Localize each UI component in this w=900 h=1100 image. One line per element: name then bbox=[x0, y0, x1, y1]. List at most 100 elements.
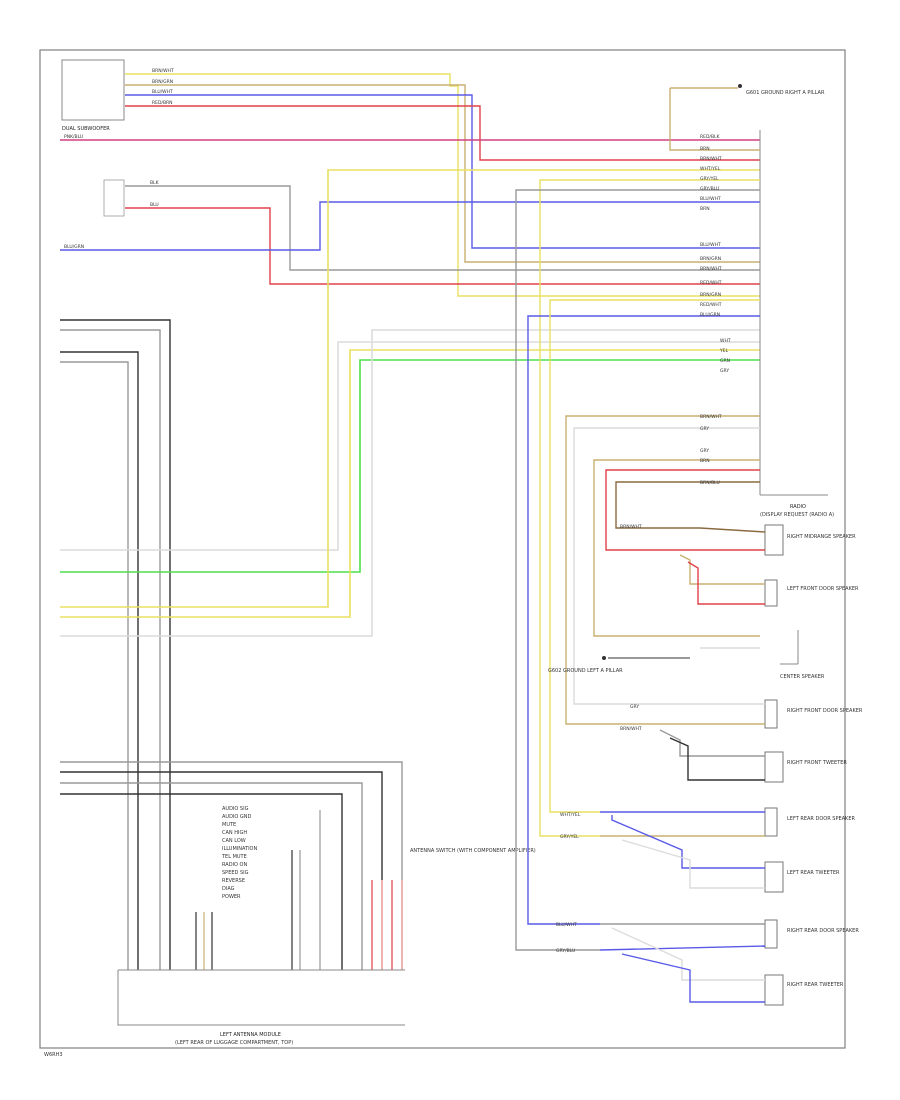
antenna-module-sublabel: (LEFT REAR OF LUGGAGE COMPARTMENT, TOP) bbox=[175, 1040, 293, 1046]
speaker-label: CENTER SPEAKER bbox=[780, 674, 825, 680]
rl: BLU/WHT bbox=[700, 196, 721, 202]
bus-2 bbox=[60, 329, 161, 970]
wire-trunk-tan bbox=[565, 415, 760, 725]
page-code: W6RH3 bbox=[44, 1052, 63, 1058]
wire-ant-4 bbox=[60, 793, 343, 970]
left-list-item: AUDIO GND bbox=[222, 814, 252, 820]
speaker-right-rear-door: RIGHT REAR DOOR SPEAKER bbox=[599, 919, 859, 951]
rl: BRN/WHT bbox=[700, 266, 722, 272]
radio-connector: RADIO (DISPLAY REQUEST (RADIO A) bbox=[759, 130, 834, 518]
wire-label-vent-b: BLU bbox=[150, 202, 159, 208]
sl: GRY/BLU bbox=[556, 948, 575, 954]
rl: BRN/WHT bbox=[700, 156, 722, 162]
rl: YEL bbox=[719, 348, 729, 354]
switch-connector bbox=[103, 179, 125, 217]
left-list-item: ILLUMINATION bbox=[222, 846, 257, 852]
wire-trunk-yel bbox=[539, 179, 760, 837]
wire-blu-long bbox=[60, 201, 760, 251]
wire-label-sub-2: BRN/GRN bbox=[152, 79, 173, 85]
rl: BRN bbox=[700, 458, 710, 464]
rl: BRN/WHT bbox=[700, 414, 722, 420]
rl: BRN/BLU bbox=[700, 480, 720, 486]
wire-trunk-brn bbox=[615, 481, 760, 529]
rl: RED/WHT bbox=[700, 280, 722, 286]
speaker-right-front-tweeter: RIGHT FRONT TWEETER bbox=[659, 729, 847, 783]
rl: BLU/WHT bbox=[700, 242, 721, 248]
left-list-item: SPEED SIG bbox=[222, 870, 249, 876]
wire-yel-mid bbox=[60, 169, 760, 608]
wire-label-blu-green: BLU/GRN bbox=[64, 244, 84, 250]
speaker-label: LEFT FRONT DOOR SPEAKER bbox=[787, 586, 859, 592]
wire-label-sub-3: BLU/WHT bbox=[152, 89, 173, 95]
wire-wht-mid bbox=[60, 341, 760, 551]
sl: BRN/WHT bbox=[620, 726, 642, 732]
speaker-right-midrange: RIGHT MIDRANGE SPEAKER bbox=[699, 524, 856, 556]
antenna-switch-label: ANTENNA SWITCH (WITH COMPONENT AMPLIFIER… bbox=[410, 848, 536, 854]
ground-top-label: G601 GROUND RIGHT A PILLAR bbox=[746, 90, 825, 96]
rl: GRY bbox=[700, 426, 709, 432]
speaker-left-front-door: LEFT FRONT DOOR SPEAKER bbox=[679, 554, 859, 607]
ground-mid: G602 GROUND LEFT A PILLAR bbox=[548, 656, 690, 674]
dual-subwoofer-label: DUAL SUBWOOFER bbox=[62, 126, 110, 132]
diagram-frame bbox=[39, 49, 846, 1049]
speaker-right-front-door: RIGHT FRONT DOOR SPEAKER bbox=[600, 699, 863, 729]
bus-1 bbox=[60, 319, 171, 970]
left-list-item: DIAG bbox=[222, 886, 235, 892]
rl: BRN bbox=[700, 206, 710, 212]
wire-label-sub-4: RED/BRN bbox=[152, 100, 173, 106]
rl: BRN bbox=[700, 146, 710, 152]
wire-ant-1 bbox=[60, 761, 403, 880]
radio-label: RADIO bbox=[790, 504, 806, 510]
sl: GRY/YEL bbox=[560, 834, 579, 840]
rl: WHT bbox=[720, 338, 731, 344]
bus-3 bbox=[60, 351, 139, 970]
wire-sub-4 bbox=[125, 105, 760, 161]
speaker-left-rear-door: LEFT REAR DOOR SPEAKER bbox=[600, 807, 855, 837]
wire-grn-mid bbox=[60, 359, 760, 573]
wire-sub-2 bbox=[125, 84, 760, 263]
speaker-center: CENTER SPEAKER bbox=[700, 630, 825, 680]
left-list-item: REVERSE bbox=[222, 878, 245, 884]
speaker-label: RIGHT REAR TWEETER bbox=[787, 982, 844, 988]
sl: GRY bbox=[630, 704, 639, 710]
left-list-item: CAN HIGH bbox=[222, 830, 247, 836]
speaker-label: LEFT REAR TWEETER bbox=[787, 870, 840, 876]
wire-wht2-mid bbox=[60, 329, 760, 637]
speaker-label: RIGHT FRONT DOOR SPEAKER bbox=[787, 708, 863, 714]
speaker-left-rear-tweeter: LEFT REAR TWEETER bbox=[611, 815, 840, 893]
rl: BRN/GRN bbox=[700, 292, 721, 298]
rl: WHT/YEL bbox=[700, 166, 721, 172]
wire-ant-3 bbox=[60, 782, 363, 970]
speaker-label: RIGHT MIDRANGE SPEAKER bbox=[787, 534, 856, 540]
antenna-module-label: LEFT ANTENNA MODULE bbox=[220, 1032, 281, 1038]
wire-label-vent-a: BLK bbox=[150, 180, 160, 186]
speaker-label: LEFT REAR DOOR SPEAKER bbox=[787, 816, 855, 822]
left-list-item: CAN LOW bbox=[222, 838, 246, 844]
wire-sub-3 bbox=[125, 94, 760, 249]
rl: RED/WHT bbox=[700, 302, 722, 308]
wire-label-pink: PNK/BLU bbox=[64, 134, 83, 140]
sl: WHT/YEL bbox=[560, 812, 581, 818]
left-function-list: AUDIO SIG AUDIO GND MUTE CAN HIGH CAN LO… bbox=[221, 806, 257, 900]
rl: BLU/GRN bbox=[700, 312, 720, 318]
ground-top: G601 GROUND RIGHT A PILLAR bbox=[669, 84, 825, 151]
left-list-item: POWER bbox=[222, 894, 241, 900]
wire-trunk-tan2 bbox=[593, 459, 760, 637]
speaker-label: RIGHT REAR DOOR SPEAKER bbox=[787, 928, 859, 934]
rl: GRN bbox=[720, 358, 730, 364]
bus-4 bbox=[60, 361, 129, 970]
left-list-item: AUDIO SIG bbox=[222, 806, 249, 812]
speaker-label: RIGHT FRONT TWEETER bbox=[787, 760, 847, 766]
rl: BRN/GRN bbox=[700, 256, 721, 262]
wire-ant-2 bbox=[60, 771, 383, 880]
rl: GRY bbox=[700, 448, 709, 454]
wire-yel2-mid bbox=[60, 349, 760, 618]
left-antenna-module: LEFT ANTENNA MODULE (LEFT REAR OF LUGGAG… bbox=[117, 969, 405, 1046]
rl: GRY bbox=[720, 368, 729, 374]
wire-vent-a bbox=[125, 185, 760, 271]
left-list-item: RADIO ON bbox=[222, 862, 247, 868]
wire-trunk-gry bbox=[515, 189, 760, 951]
wire-trunk-yel2 bbox=[549, 299, 760, 813]
sl: BRN/WHT bbox=[620, 524, 642, 530]
